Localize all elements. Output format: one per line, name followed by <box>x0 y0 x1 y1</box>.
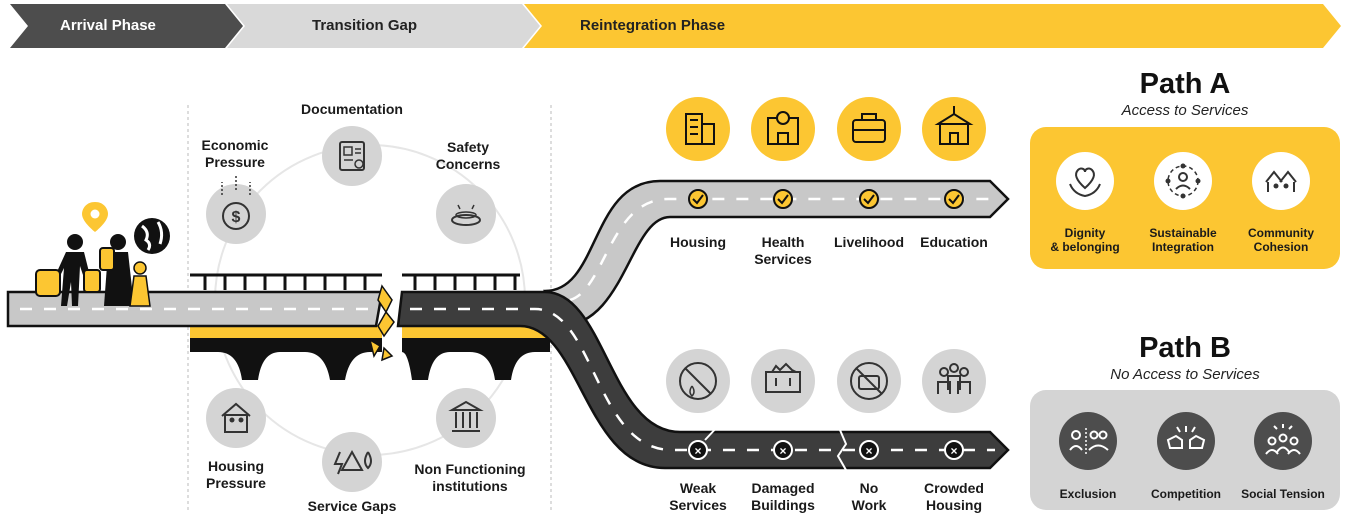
livelihood-service-icon <box>837 97 901 161</box>
competition-label: Competition <box>1151 487 1221 501</box>
health-services-line1: Health <box>761 234 805 250</box>
bridge-supports <box>190 338 550 380</box>
sustainable-integration-icon <box>1154 152 1212 210</box>
dignity-belonging-line1: Dignity <box>1064 226 1106 240</box>
non-functioning-institutions-label: Non Functioning institutions <box>400 461 540 495</box>
path-b-road <box>396 290 1010 470</box>
housing-pressure-label: Housing Pressure <box>190 458 282 492</box>
weak-services-line2: Services <box>669 497 727 513</box>
dignity-belonging-icon <box>1056 152 1114 210</box>
path-a-checkpoints <box>688 189 964 209</box>
non-functioning-line1: Non Functioning <box>414 461 526 477</box>
globe-icon <box>134 218 170 254</box>
crowded-housing-line1: Crowded <box>924 480 984 496</box>
exclusion-icon <box>1059 412 1117 470</box>
sustainable-integration-line1: Sustainable <box>1149 226 1217 240</box>
damaged-buildings-line2: Buildings <box>751 497 815 513</box>
location-pin-icon <box>82 202 108 232</box>
housing-pressure-icon <box>206 388 266 448</box>
social-tension-label: Social Tension <box>1241 487 1325 501</box>
safety-concerns-line1: Safety <box>446 139 490 155</box>
path-b-checkpoints: × × × × <box>688 423 964 471</box>
svg-text:$: $ <box>232 209 241 226</box>
dignity-belonging-line2: & belonging <box>1050 240 1120 254</box>
sustainable-integration-line2: Integration <box>1152 240 1214 254</box>
reintegration-phase-label: Reintegration Phase <box>580 17 726 34</box>
community-cohesion-line1: Community <box>1248 226 1314 240</box>
no-work-icon <box>837 349 901 413</box>
non-functioning-institutions-icon <box>436 388 496 448</box>
reintegration-phase-banner <box>524 4 1341 48</box>
economic-pressure-label: Economic Pressure <box>180 137 290 171</box>
safety-concerns-icon <box>436 184 496 244</box>
path-b-subtitle: No Access to Services <box>1110 366 1260 383</box>
health-service-icon <box>751 97 815 161</box>
damaged-buildings-line1: Damaged <box>751 480 815 496</box>
damaged-buildings-label: Damaged Buildings <box>738 480 828 514</box>
svg-text:×: × <box>865 444 872 458</box>
housing-pressure-line2: Pressure <box>206 475 266 491</box>
housing-service-icon <box>666 97 730 161</box>
dignity-belonging-label: Dignity & belonging <box>1040 226 1130 254</box>
economic-pressure-icon: $ <box>206 176 266 244</box>
no-work-line1: No <box>859 480 879 496</box>
housing-label: Housing <box>670 234 726 250</box>
path-a-title: Path A <box>1139 68 1231 100</box>
bridge-yellow-band-right <box>402 326 552 338</box>
documentation-icon <box>322 126 382 186</box>
path-b-title: Path B <box>1139 332 1231 364</box>
svg-text:×: × <box>950 444 957 458</box>
arrival-phase-label: Arrival Phase <box>60 17 156 34</box>
safety-concerns-line2: Concerns <box>435 156 501 172</box>
community-cohesion-label: Community Cohesion <box>1236 226 1326 254</box>
housing-pressure-line1: Housing <box>208 458 264 474</box>
service-gaps-icon <box>322 432 382 492</box>
non-functioning-line2: institutions <box>432 478 508 494</box>
crowded-housing-icon <box>922 349 986 413</box>
crowded-housing-label: Crowded Housing <box>909 480 999 514</box>
bridge-yellow-band-left <box>190 326 382 338</box>
weak-services-label: Weak Services <box>658 480 738 514</box>
svg-text:×: × <box>779 444 786 458</box>
health-services-label: Health Services <box>743 234 823 268</box>
health-services-line2: Services <box>754 251 812 267</box>
sustainable-integration-label: Sustainable Integration <box>1138 226 1228 254</box>
community-cohesion-line2: Cohesion <box>1253 240 1309 254</box>
economic-pressure-line1: Economic <box>201 137 269 153</box>
competition-icon <box>1157 412 1215 470</box>
service-gaps-label: Service Gaps <box>307 498 397 514</box>
road-crack <box>368 284 395 362</box>
safety-concerns-label: Safety Concerns <box>418 139 518 173</box>
education-label: Education <box>920 234 988 250</box>
exclusion-label: Exclusion <box>1059 487 1117 501</box>
education-service-icon <box>922 97 986 161</box>
transition-gap-label: Transition Gap <box>312 17 418 34</box>
path-a-road <box>543 179 1010 328</box>
crowded-housing-line2: Housing <box>926 497 982 513</box>
no-work-label: No Work <box>829 480 909 514</box>
svg-text:×: × <box>694 444 701 458</box>
path-a-subtitle: Access to Services <box>1121 102 1249 119</box>
economic-pressure-line2: Pressure <box>205 154 265 170</box>
migrant-family-figure <box>35 234 151 307</box>
bridge-railing <box>190 273 520 290</box>
transition-gap-banner <box>227 4 540 48</box>
no-work-line2: Work <box>851 497 887 513</box>
arrival-phase-banner <box>10 4 243 48</box>
weak-services-line1: Weak <box>679 480 717 496</box>
social-tension-icon <box>1254 412 1312 470</box>
damaged-buildings-icon <box>751 349 815 413</box>
livelihood-label: Livelihood <box>834 234 904 250</box>
weak-services-icon <box>666 349 730 413</box>
community-cohesion-icon <box>1252 152 1310 210</box>
documentation-label: Documentation <box>301 101 403 117</box>
